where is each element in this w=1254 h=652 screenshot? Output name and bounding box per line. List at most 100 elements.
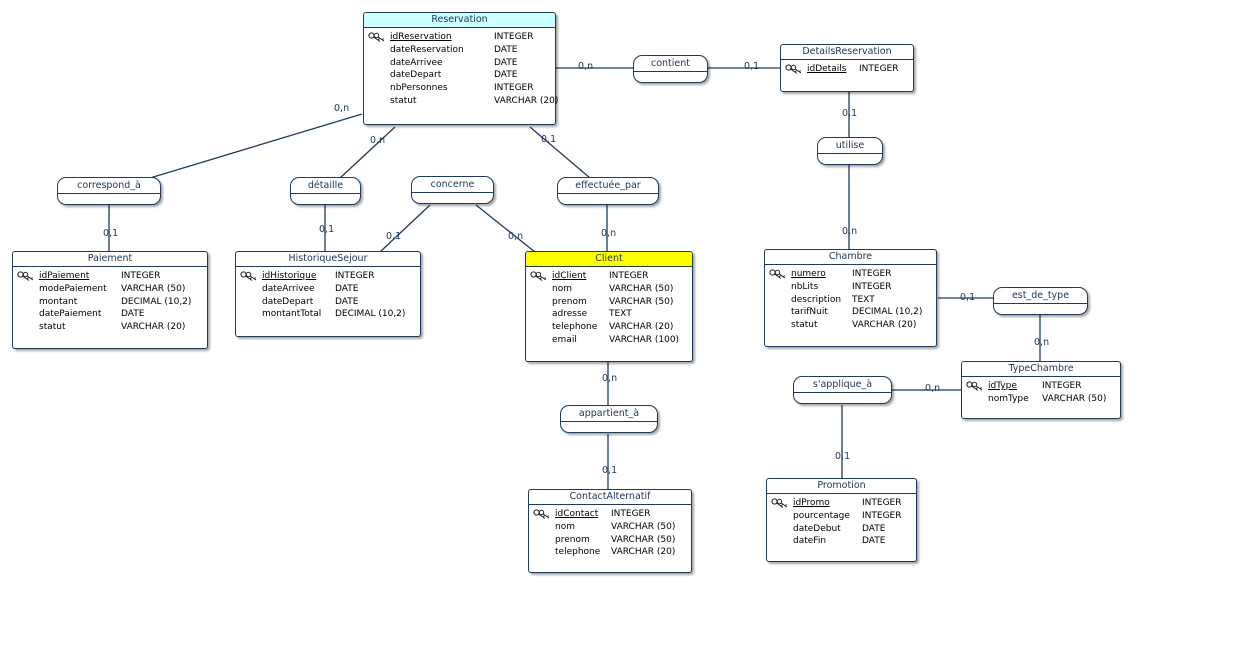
card-reservation-correspond: 0,n xyxy=(334,103,350,114)
assoc-effectuee-label: effectuée_par xyxy=(558,178,658,194)
attribute-type: VARCHAR (50) xyxy=(121,283,186,294)
attribute-name: statut xyxy=(390,95,417,106)
attribute-name: dateFin xyxy=(793,536,827,547)
entity-attribute: prenom VARCHAR (50) xyxy=(555,534,685,547)
attribute-name: dateArrivee xyxy=(390,57,443,68)
primary-key-icon xyxy=(785,64,802,74)
primary-key-icon xyxy=(966,381,983,391)
attribute-type: INTEGER xyxy=(609,271,649,281)
attribute-name: nom xyxy=(555,521,575,532)
entity-attribute: statut VARCHAR (20) xyxy=(390,95,558,108)
assoc-detaille[interactable]: détaille xyxy=(290,177,361,205)
attribute-type: DATE xyxy=(335,283,359,294)
attribute-type: INTEGER xyxy=(494,83,534,94)
attribute-name: idContact xyxy=(555,509,599,519)
attribute-type: TEXT xyxy=(609,309,632,320)
attribute-type: INTEGER xyxy=(494,32,534,42)
attribute-type: VARCHAR (50) xyxy=(611,521,676,532)
attribute-type: VARCHAR (20) xyxy=(494,95,559,106)
assoc-est-de-type[interactable]: est_de_type xyxy=(993,287,1088,315)
card-contact-appartient: 0,1 xyxy=(602,465,618,476)
attribute-name: dateDebut xyxy=(793,523,841,534)
entity-attribute: dateDepart DATE xyxy=(390,69,549,82)
attribute-type: DATE xyxy=(862,523,886,534)
entity-title: Chambre xyxy=(765,250,936,265)
attribute-type: INTEGER xyxy=(852,269,892,279)
attribute-name: dateDepart xyxy=(262,296,314,307)
assoc-utilise[interactable]: utilise xyxy=(817,137,883,165)
assoc-concerne-label: concerne xyxy=(412,177,493,193)
attribute-name: montantTotal xyxy=(262,309,322,320)
attribute-type: VARCHAR (100) xyxy=(609,334,680,345)
attribute-type: DECIMAL (10,2) xyxy=(121,296,192,307)
card-reservation-detaille: 0,n xyxy=(370,135,386,146)
entity-attribute: montant DECIMAL (10,2) xyxy=(39,296,201,309)
attribute-name: idReservation xyxy=(390,32,452,42)
assoc-effectuee-par[interactable]: effectuée_par xyxy=(557,177,659,205)
card-paiement-correspond: 0,1 xyxy=(103,228,119,239)
card-reservation-effectuee: 0,1 xyxy=(541,134,557,145)
card-reservation-contient: 0,n xyxy=(578,61,594,72)
entity-title: Reservation xyxy=(364,13,555,28)
entity-attribute: nom VARCHAR (50) xyxy=(555,521,685,534)
primary-key-icon xyxy=(533,509,550,519)
line-reservation-effectuee xyxy=(529,126,591,179)
assoc-concerne[interactable]: concerne xyxy=(411,176,494,204)
attribute-type: VARCHAR (50) xyxy=(609,283,674,294)
attribute-type: VARCHAR (50) xyxy=(611,534,676,545)
entity-title: DetailsReservation xyxy=(781,45,913,60)
card-client-concerne: 0,n xyxy=(508,231,524,242)
card-chambre-utilise: 0,n xyxy=(842,226,858,237)
attribute-name: prenom xyxy=(555,534,590,545)
attribute-type: DECIMAL (10,2) xyxy=(335,309,406,320)
attribute-type: INTEGER xyxy=(121,271,161,281)
attribute-name: description xyxy=(791,294,842,305)
entity-attribute: dateArrivee DATE xyxy=(262,283,414,296)
card-details-utilise: 0,1 xyxy=(842,108,858,119)
primary-key-icon xyxy=(530,271,547,281)
attribute-name: telephone xyxy=(552,322,598,333)
attribute-name: dateArrivee xyxy=(262,283,315,294)
assoc-contient[interactable]: contient xyxy=(633,55,708,83)
primary-key-attribute: idReservation INTEGER xyxy=(368,31,549,44)
attribute-type: DATE xyxy=(121,309,145,320)
assoc-s-applique-a[interactable]: s'applique_à xyxy=(793,376,892,404)
assoc-appartient-a[interactable]: appartient_à xyxy=(560,405,658,433)
attribute-type: DECIMAL (10,2) xyxy=(852,307,923,318)
assoc-applique-label: s'applique_à xyxy=(794,377,891,393)
entity-title: Paiement xyxy=(13,252,207,267)
attribute-name: dateDepart xyxy=(390,70,442,81)
primary-key-icon xyxy=(17,271,34,281)
attribute-type: DATE xyxy=(494,70,518,81)
attribute-name: idHistorique xyxy=(262,271,317,281)
card-type-applique: 0,n xyxy=(925,383,941,394)
attribute-name: nom xyxy=(552,283,572,294)
assoc-contient-label: contient xyxy=(634,56,707,72)
attribute-name: montant xyxy=(39,296,78,307)
assoc-correspond-a[interactable]: correspond_à xyxy=(57,177,161,205)
assoc-utilise-label: utilise xyxy=(818,138,882,154)
line-reservation-correspond xyxy=(149,113,363,179)
attribute-name: statut xyxy=(791,320,818,331)
attribute-type: INTEGER xyxy=(859,64,899,74)
attribute-type: TEXT xyxy=(852,294,875,305)
